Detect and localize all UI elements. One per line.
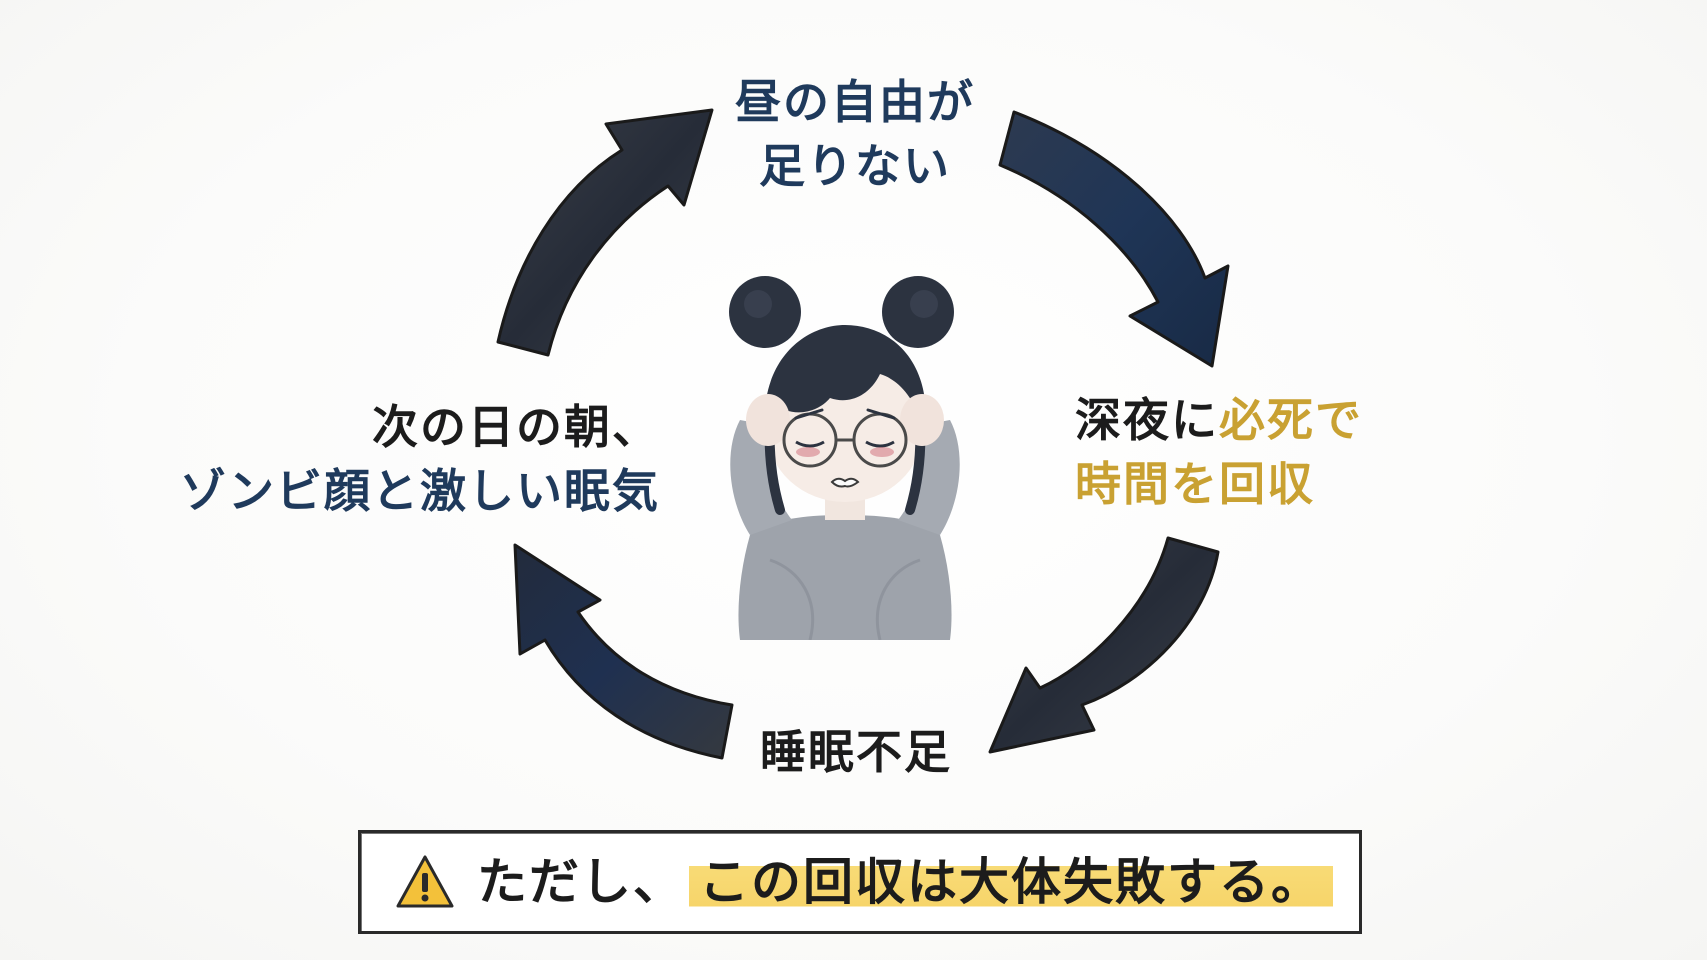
warning-notice-plain: ただし、 bbox=[477, 853, 685, 911]
cycle-step-daytime: 昼の自由が 足りない bbox=[720, 70, 990, 198]
hand-left bbox=[746, 394, 790, 446]
arrow-top-right bbox=[998, 110, 1230, 368]
hair bbox=[764, 325, 926, 430]
cycle-step-late-night-line2: 時間を回収 bbox=[1075, 457, 1315, 511]
arrow-bottom-right bbox=[988, 536, 1220, 754]
cycle-step-late-night: 深夜に必死で 時間を回収 bbox=[1075, 388, 1405, 516]
warning-notice: ただし、この回収は大体失敗する。 bbox=[358, 830, 1362, 934]
warning-icon bbox=[396, 855, 454, 908]
arrow-top-left bbox=[496, 108, 714, 357]
warning-notice-text: ただし、この回収は大体失敗する。 bbox=[477, 845, 1333, 919]
hand-right bbox=[900, 394, 944, 446]
stressed-girl-illustration bbox=[729, 276, 960, 640]
warning-notice-highlight: この回収は大体失敗する。 bbox=[689, 853, 1333, 911]
cycle-step-late-night-line1b: 必死で bbox=[1219, 393, 1363, 447]
sweater bbox=[738, 515, 952, 640]
arrow-bottom-left bbox=[513, 543, 734, 760]
cycle-step-next-morning-line2: ゾンビ顔と激しい眠気 bbox=[180, 464, 660, 518]
cycle-step-next-morning-line1: 次の日の朝、 bbox=[372, 400, 660, 454]
cycle-step-daytime-line1: 昼の自由が bbox=[735, 75, 975, 129]
worried-mouth bbox=[830, 477, 860, 488]
cycle-step-daytime-line2: 足りない bbox=[759, 139, 951, 193]
cycle-step-next-morning: 次の日の朝、 ゾンビ顔と激しい眠気 bbox=[140, 395, 660, 523]
cycle-step-sleep-deprivation-text: 睡眠不足 bbox=[760, 725, 952, 779]
cycle-step-late-night-line1a: 深夜に bbox=[1075, 393, 1219, 447]
cycle-step-sleep-deprivation: 睡眠不足 bbox=[760, 720, 1020, 784]
